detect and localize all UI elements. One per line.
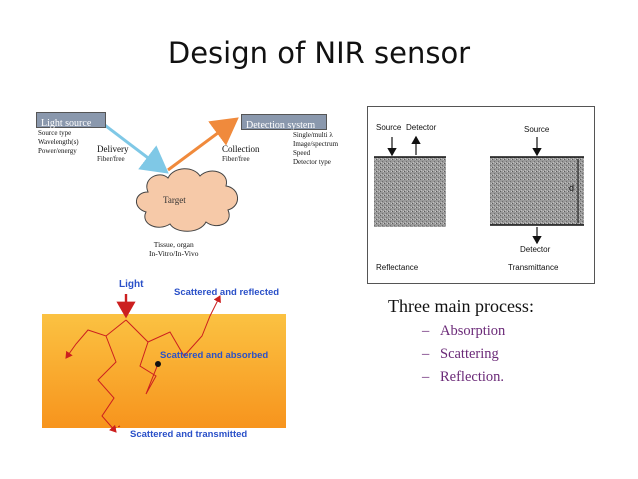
process-item: –Scattering (422, 346, 534, 363)
reflectance-caption: Reflectance (376, 263, 419, 272)
left-scatter-path (65, 319, 127, 359)
absorption-point (155, 361, 161, 367)
detection-spec: Image/spectrum (293, 140, 339, 148)
collection-arrow (167, 117, 239, 172)
reflectance-slab (374, 157, 446, 227)
light-label: Light (119, 279, 144, 290)
detection-spec: Speed (293, 149, 311, 157)
slide-title: Design of NIR sensor (167, 36, 471, 70)
delivery-arrow (101, 121, 169, 174)
system-diagram-graphics (101, 117, 239, 232)
process-item: –Absorption (422, 323, 534, 340)
reflectance-source-label: Source (376, 123, 402, 132)
collection-label: Collection Fiber/free (222, 144, 260, 164)
thickness-label: d (569, 183, 575, 193)
light-source-spec: Power/energy (38, 147, 77, 155)
transmitted-path (97, 335, 117, 433)
detection-spec: Detector type (293, 158, 331, 166)
dash-glyph: – (422, 346, 430, 362)
detection-specs: Single/multi λ Image/spectrum Speed Dete… (293, 131, 338, 167)
process-item-text: Reflection. (440, 369, 505, 385)
scattered-transmitted-label: Scattered and transmitted (130, 429, 248, 440)
light-source-label: Light source (41, 118, 92, 129)
delivery-sub: Fiber/free (97, 155, 125, 163)
target-note: In-Vitro/In-Vivo (149, 249, 199, 258)
light-source-spec: Source type (38, 129, 72, 137)
target-note: Tissue, organ (153, 240, 194, 249)
process-heading: Three main process: (388, 296, 534, 316)
transmittance-caption: Transmittance (508, 263, 559, 272)
detection-label: Detection system (246, 120, 316, 131)
absorbed-path (139, 341, 159, 395)
detection-box: Detection system (241, 114, 327, 131)
scatter-diagram: Light Scattered and reflected Scattered … (36, 276, 356, 446)
tissue-medium (42, 314, 286, 428)
light-source-spec: Wavelength(s) (38, 138, 79, 146)
transmittance-detector-label: Detector (520, 245, 551, 254)
process-item: –Reflection. (422, 369, 534, 386)
collection-sub: Fiber/free (222, 155, 250, 163)
scattered-absorbed-label: Scattered and absorbed (160, 350, 269, 361)
process-list: Three main process: –Absorption –Scatter… (388, 296, 534, 392)
target-label: Target (163, 195, 186, 205)
process-item-text: Absorption (440, 323, 506, 339)
geometry-graphics (374, 135, 584, 245)
light-source-box: Light source (36, 112, 106, 129)
delivery-title: Delivery (97, 144, 129, 154)
system-diagram: Light source Source type Wavelength(s) P… (36, 106, 366, 266)
dash-glyph: – (422, 369, 430, 385)
scattered-reflected-label: Scattered and reflected (174, 287, 280, 298)
light-source-specs: Source type Wavelength(s) Power/energy (38, 129, 79, 156)
process-item-text: Scattering (440, 346, 499, 362)
transmittance-slab (490, 157, 584, 225)
transmittance-source-label: Source (524, 125, 550, 134)
target-cloud (136, 168, 238, 232)
collection-title: Collection (222, 144, 260, 154)
target-notes: Tissue, organ In-Vitro/In-Vivo (149, 240, 199, 258)
dash-glyph: – (422, 323, 430, 339)
geometry-diagram: Source Detector Source Detector d Reflec… (367, 106, 595, 284)
reflectance-detector-label: Detector (406, 123, 437, 132)
detection-spec: Single/multi λ (293, 131, 333, 139)
scatter-graphics (42, 294, 286, 433)
delivery-label: Delivery Fiber/free (97, 144, 129, 164)
